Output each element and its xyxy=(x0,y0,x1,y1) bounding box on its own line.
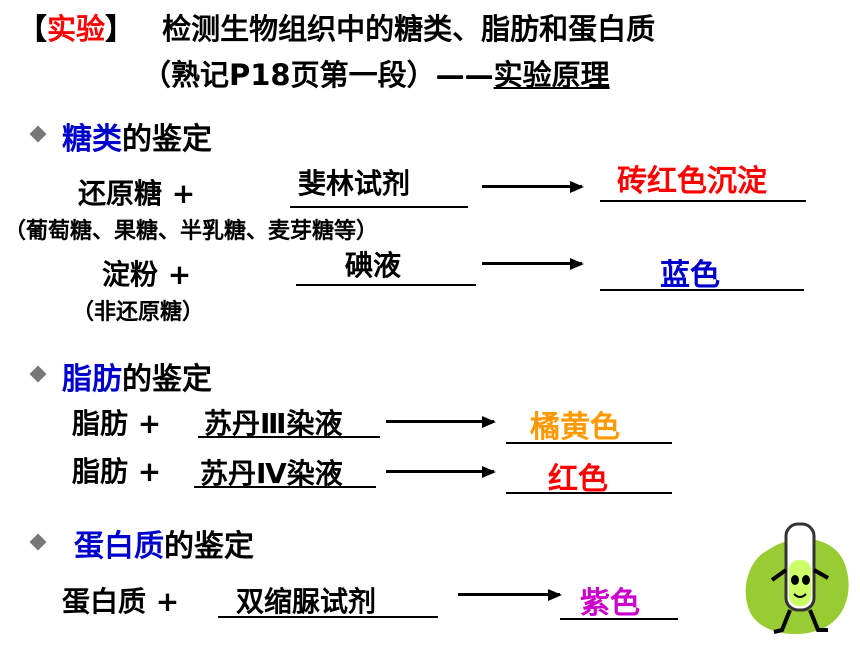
fat-label-2: 脂肪 + xyxy=(72,455,162,488)
reagent-sudan-iv: 苏丹Ⅳ染液 xyxy=(200,457,343,490)
sugar-heading-colored: 糖类 xyxy=(62,122,122,157)
reducing-sugar-note: （葡萄糖、果糖、半乳糖、麦芽糖等） xyxy=(4,219,379,244)
arrow-right-icon xyxy=(458,589,562,601)
blank-line xyxy=(560,618,678,620)
protein-label: 蛋白质 + xyxy=(62,585,180,618)
bullet-diamond-icon xyxy=(29,125,47,143)
result-blue: 蓝色 xyxy=(660,258,720,293)
section-heading-fat: 脂肪的鉴定 xyxy=(62,354,212,398)
sugar-heading-rest: 的鉴定 xyxy=(122,122,212,157)
title-highlight: 实验 xyxy=(47,12,106,46)
reagent-fehling: 斐林试剂 xyxy=(298,167,411,200)
reagent-iodine: 碘液 xyxy=(345,249,402,282)
blank-line xyxy=(600,289,804,291)
result-purple: 紫色 xyxy=(580,586,640,621)
blank-line xyxy=(296,284,476,286)
protein-heading-rest: 的鉴定 xyxy=(164,529,254,564)
result-orange-yellow: 橘黄色 xyxy=(530,410,620,445)
page-subtitle: （熟记P18页第一段）——实验原理 xyxy=(142,52,610,94)
test-tube-mascot-icon xyxy=(745,522,849,635)
title-bracket-close: 】 xyxy=(105,12,135,46)
fat-label-1: 脂肪 + xyxy=(72,407,162,440)
reagent-biuret: 双缩脲试剂 xyxy=(236,585,377,618)
starch-note: （非还原糖） xyxy=(72,300,205,325)
fat-heading-colored: 脂肪 xyxy=(62,362,122,397)
arrow-right-icon xyxy=(482,258,584,270)
bullet-diamond-icon xyxy=(29,365,47,383)
result-brick-red: 砖红色沉淀 xyxy=(617,164,767,199)
section-heading-sugar: 糖类的鉴定 xyxy=(62,114,212,158)
blank-line xyxy=(198,436,380,438)
title-main: 检测生物组织中的糖类、脂肪和蛋白质 xyxy=(162,12,656,46)
subtitle-prefix: （熟记P18页第一段）—— xyxy=(142,58,494,92)
blank-line xyxy=(194,486,376,488)
blank-line xyxy=(290,206,468,208)
section-heading-protein: 蛋白质的鉴定 xyxy=(74,521,254,565)
blank-line xyxy=(218,616,438,618)
blank-line xyxy=(506,492,672,494)
starch-label: 淀粉 + xyxy=(102,258,192,291)
page-title: 【实验】 检测生物组织中的糖类、脂肪和蛋白质 xyxy=(18,6,655,48)
arrow-right-icon xyxy=(386,416,496,428)
subtitle-principle: 实验原理 xyxy=(493,58,610,92)
title-bracket-open: 【 xyxy=(18,12,48,46)
result-red: 红色 xyxy=(548,462,608,497)
reducing-sugar-label: 还原糖 + xyxy=(78,177,196,210)
bullet-diamond-icon xyxy=(29,533,47,551)
blank-line xyxy=(600,200,806,202)
arrow-right-icon xyxy=(482,181,584,193)
reagent-sudan-iii: 苏丹Ⅲ染液 xyxy=(204,407,343,440)
blank-line xyxy=(506,442,672,444)
fat-heading-rest: 的鉴定 xyxy=(122,362,212,397)
protein-heading-colored: 蛋白质 xyxy=(74,529,164,564)
arrow-right-icon xyxy=(386,466,496,478)
